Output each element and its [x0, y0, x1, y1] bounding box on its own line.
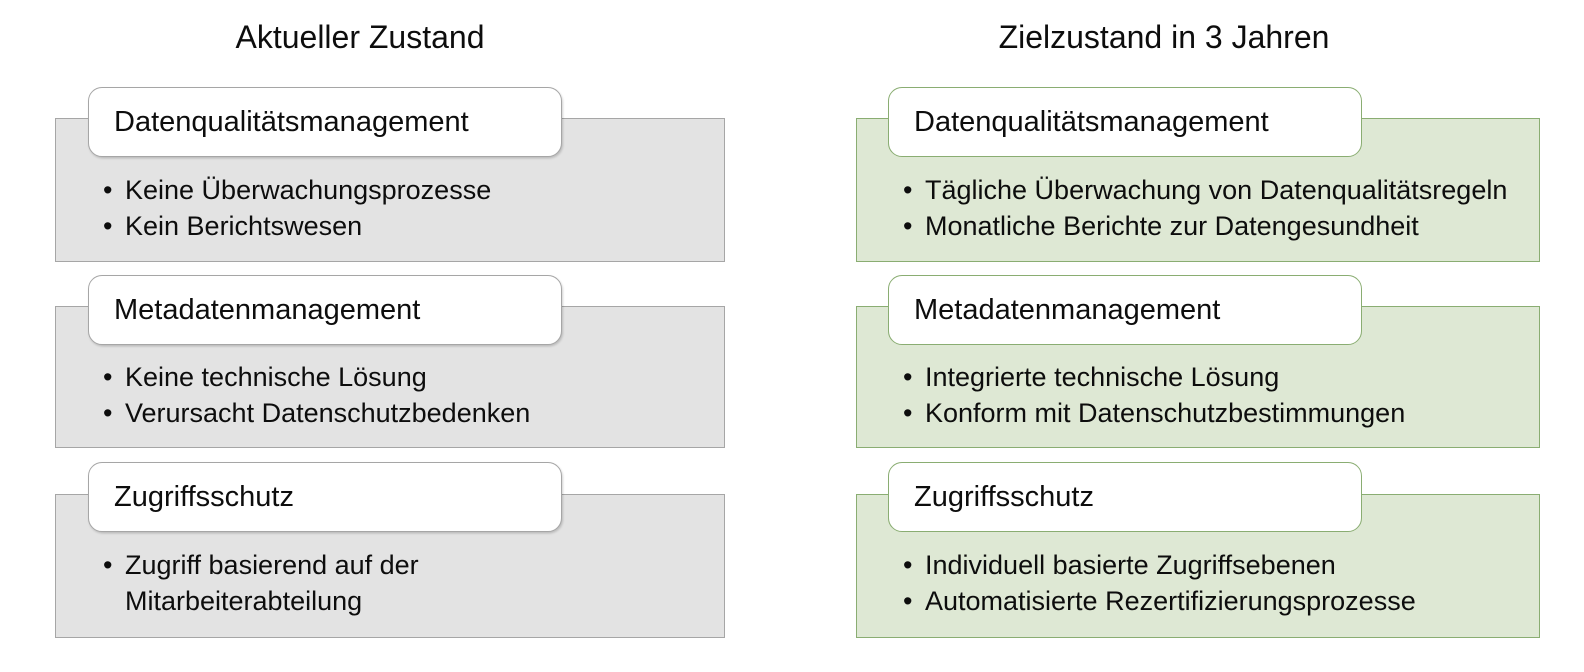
list-item: • Zugriff basierend auf der Mitarbeitera… — [98, 547, 498, 619]
group-header-card[interactable]: Zugriffsschutz — [888, 462, 1362, 532]
list-item: • Konform mit Datenschutzbestimmungen — [898, 395, 1538, 431]
group-header-label: Datenqualitätsmanagement — [914, 106, 1269, 138]
group-bullet-list: • Tägliche Überwachung von Datenqualität… — [898, 172, 1538, 244]
list-item: • Automatisierte Rezertifizierungsprozes… — [898, 583, 1538, 619]
list-item: • Tägliche Überwachung von Datenqualität… — [898, 172, 1538, 208]
bullet-icon: • — [103, 362, 113, 392]
group-bullet-list: • Keine Überwachungsprozesse • Kein Beri… — [98, 172, 718, 244]
group-header-label: Datenqualitätsmanagement — [114, 106, 469, 138]
bullet-icon: • — [103, 398, 113, 428]
bullet-icon: • — [903, 586, 913, 616]
group-bullet-list: • Integrierte technische Lösung • Konfor… — [898, 359, 1538, 431]
bullet-icon: • — [103, 175, 113, 205]
column-current-state: Datenqualitätsmanagement • Keine Überwac… — [55, 87, 725, 638]
list-item: • Kein Berichtswesen — [98, 208, 718, 244]
group-bullet-list: • Zugriff basierend auf der Mitarbeitera… — [98, 547, 498, 619]
group-header-card[interactable]: Metadatenmanagement — [888, 275, 1362, 345]
bullet-icon: • — [103, 550, 113, 580]
list-item: • Keine technische Lösung — [98, 359, 718, 395]
list-item: • Integrierte technische Lösung — [898, 359, 1538, 395]
bullet-icon: • — [903, 550, 913, 580]
list-item: • Individuell basierte Zugriffsebenen — [898, 547, 1538, 583]
list-item: • Verursacht Datenschutzbedenken — [98, 395, 718, 431]
column-target-state: Datenqualitätsmanagement • Tägliche Über… — [792, 0, 1584, 672]
list-item-text: Verursacht Datenschutzbedenken — [125, 398, 531, 428]
group-header-card[interactable]: Metadatenmanagement — [88, 275, 562, 345]
list-item: • Monatliche Berichte zur Datengesundhei… — [898, 208, 1538, 244]
list-item-text: Individuell basierte Zugriffsebenen — [925, 550, 1336, 580]
bullet-icon: • — [903, 362, 913, 392]
list-item-text: Tägliche Überwachung von Datenqualitätsr… — [925, 175, 1508, 205]
list-item-text: Keine Überwachungsprozesse — [125, 175, 492, 205]
list-item-text: Kein Berichtswesen — [125, 211, 363, 241]
bullet-icon: • — [903, 398, 913, 428]
list-item-text: Zugriff basierend auf der Mitarbeiterabt… — [125, 550, 419, 616]
bullet-icon: • — [903, 211, 913, 241]
bullet-icon: • — [103, 211, 113, 241]
list-item-text: Integrierte technische Lösung — [925, 362, 1280, 392]
list-item-text: Automatisierte Rezertifizierungsprozesse — [925, 586, 1416, 616]
group-header-label: Zugriffsschutz — [914, 481, 1094, 513]
bullet-icon: • — [903, 175, 913, 205]
group-bullet-list: • Individuell basierte Zugriffsebenen • … — [898, 547, 1538, 619]
list-item-text: Keine technische Lösung — [125, 362, 427, 392]
list-item-text: Monatliche Berichte zur Datengesundheit — [925, 211, 1419, 241]
group-header-card[interactable]: Datenqualitätsmanagement — [888, 87, 1362, 157]
group-header-label: Metadatenmanagement — [114, 294, 421, 326]
column-title-current: Aktueller Zustand — [235, 19, 485, 55]
group-header-label: Zugriffsschutz — [114, 481, 294, 513]
list-item-text: Konform mit Datenschutzbestimmungen — [925, 398, 1406, 428]
group-header-label: Metadatenmanagement — [914, 294, 1221, 326]
column-title-target: Zielzustand in 3 Jahren — [998, 19, 1330, 55]
group-header-card[interactable]: Zugriffsschutz — [88, 462, 562, 532]
group-bullet-list: • Keine technische Lösung • Verursacht D… — [98, 359, 718, 431]
group-header-card[interactable]: Datenqualitätsmanagement — [88, 87, 562, 157]
list-item: • Keine Überwachungsprozesse — [98, 172, 718, 208]
